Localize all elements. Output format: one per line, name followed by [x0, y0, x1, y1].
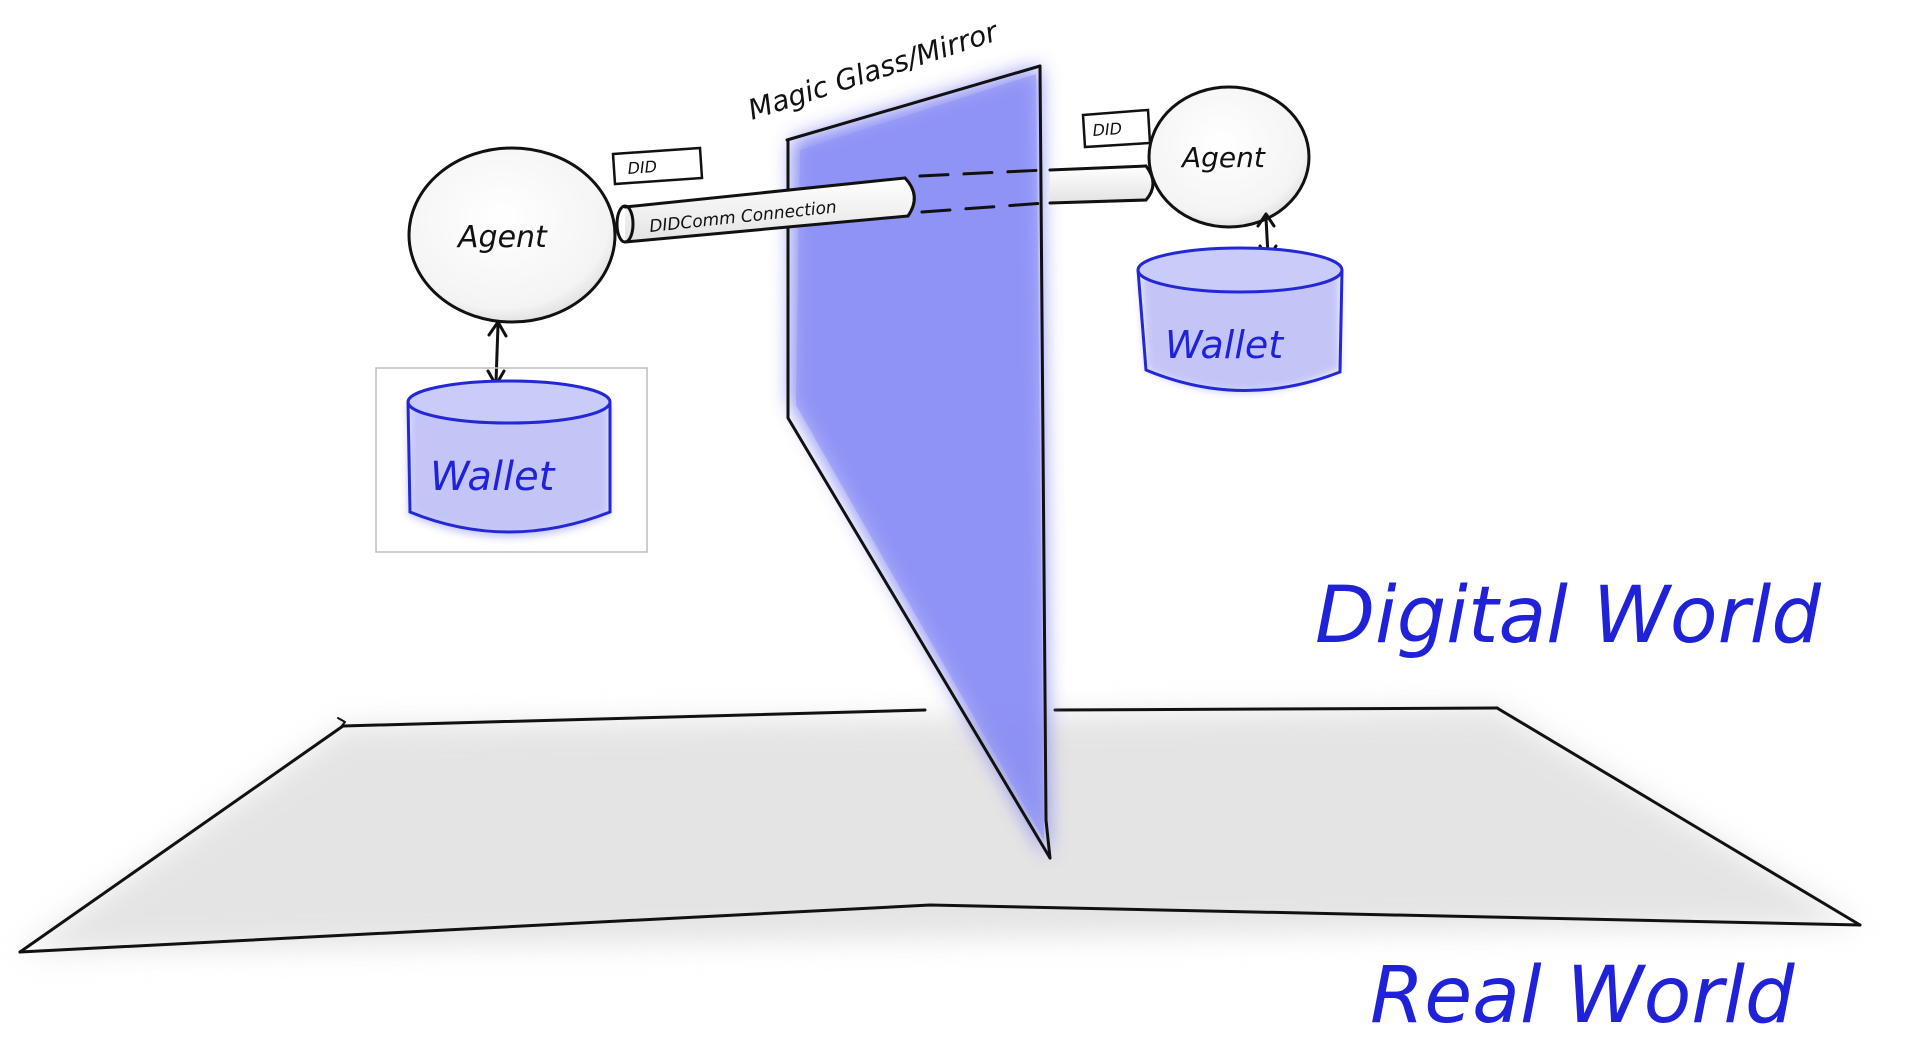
- real-world-label: Real World: [1370, 951, 1795, 1039]
- left-agent-circle: [407, 146, 617, 324]
- right-wallet: [1136, 246, 1344, 393]
- ground-plane: [18, 706, 1862, 954]
- left-wallet: [375, 367, 648, 553]
- right-agent-circle: [1147, 85, 1311, 229]
- left-agent-label: Agent: [456, 220, 548, 255]
- right-did-label: DID: [1092, 119, 1123, 140]
- right-agent-label: Agent: [1180, 141, 1266, 174]
- right-wallet-label: Wallet: [1165, 323, 1285, 367]
- digital-world-label: Digital World: [1315, 571, 1821, 661]
- left-did-box: [611, 146, 704, 186]
- magic-glass: [785, 64, 1052, 860]
- didcomm-connection: [615, 164, 1155, 244]
- left-wallet-label: Wallet: [430, 454, 556, 500]
- left-did-label: DID: [627, 157, 658, 178]
- left-wallet-frame: [375, 367, 648, 553]
- left-agent-wallet-arrow: [486, 320, 508, 387]
